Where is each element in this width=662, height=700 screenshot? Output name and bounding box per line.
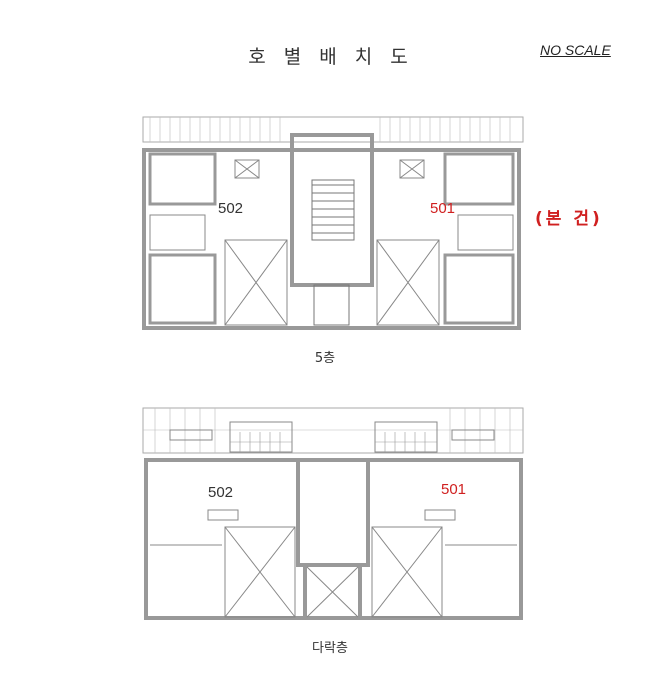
unit-502-label-attic: 502 [208, 484, 233, 501]
plan-caption-5f: 5층 [314, 351, 336, 366]
unit-502-label-5f: 502 [218, 200, 243, 217]
plan-caption-attic: 다락층 [312, 641, 348, 656]
page-title: 호 별 배 치 도 [248, 46, 414, 68]
unit-501-label-5f: 501 [430, 200, 455, 217]
floor-plan-attic [142, 407, 524, 620]
unit-501-label-attic: 501 [441, 481, 466, 498]
subject-unit-label: (본 건) [535, 209, 603, 229]
floor-plan-5f [142, 116, 524, 330]
scale-note: NO SCALE [540, 42, 611, 58]
